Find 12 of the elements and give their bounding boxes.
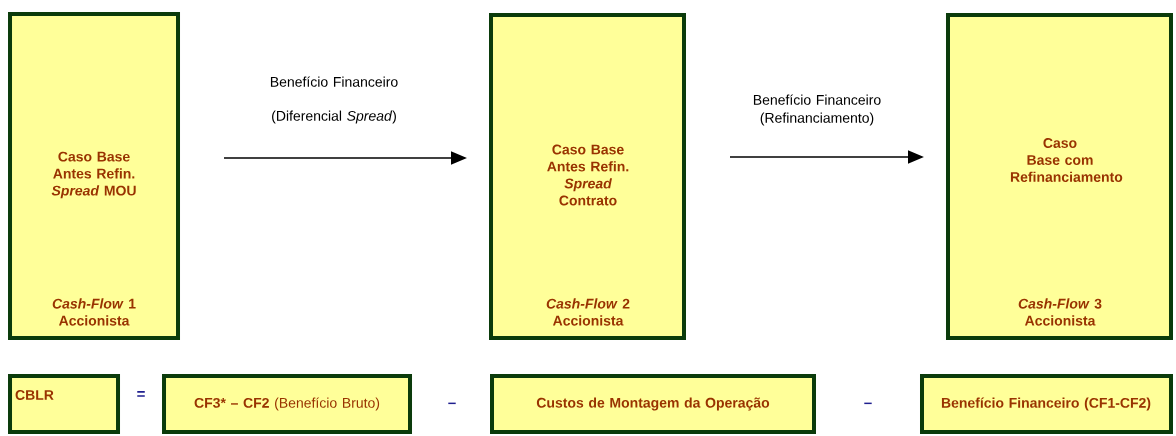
process-box: Custos de Montagem da Operação: [490, 374, 816, 434]
edge-label: Benefício Financeiro (Refinanciamento): [753, 94, 881, 126]
process-box: CF3* – CF2 (Benefício Bruto): [162, 374, 412, 434]
process-box: Benefício Financeiro (CF1-CF2): [920, 374, 1173, 434]
process-box: CBLR: [8, 374, 120, 434]
operator-sign: –: [448, 402, 456, 405]
edge-label: Benefício Financeiro (Diferencial Spread): [270, 76, 398, 124]
operator-sign: –: [864, 402, 872, 405]
operator-sign: =: [137, 391, 145, 397]
process-box: Caso Base com Refinanciamento Cash-Flow 3 Accionista: [946, 13, 1173, 340]
process-box: Caso Base Antes Refin. Spread Contrato Cash-Flow 2 Accionista: [489, 13, 686, 340]
process-box: Caso Base Antes Refin. Spread MOU Cash-Flow 1 Accionista: [8, 12, 180, 340]
